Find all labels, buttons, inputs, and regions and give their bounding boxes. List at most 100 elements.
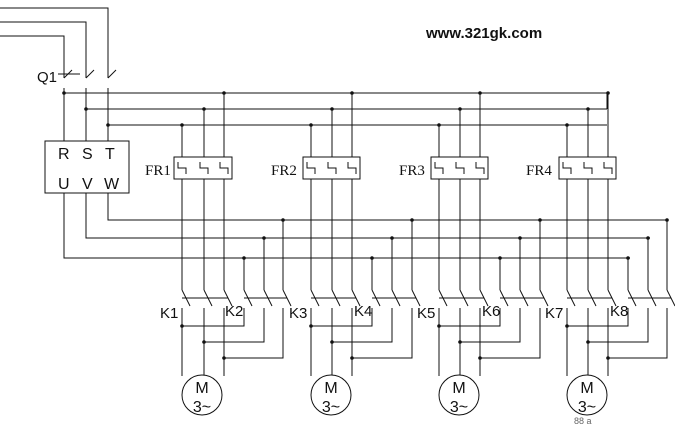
supply-line-1: [0, 35, 65, 78]
contactor-label-3: K3: [289, 305, 307, 322]
motor-2: M 3~: [310, 374, 352, 416]
junction-dot: [222, 91, 226, 95]
inverter-input-t: T: [105, 146, 115, 163]
junction-dot: [498, 256, 502, 260]
inverter-output-v: V: [82, 176, 93, 193]
supply-line-2: [0, 21, 87, 78]
junction-dot: [202, 107, 206, 111]
inverter-output-w: W: [104, 176, 120, 193]
junctions: [62, 91, 669, 360]
junction-dot: [262, 236, 266, 240]
junction-dot: [62, 91, 66, 95]
inverter-input-r: R: [58, 146, 70, 163]
motor4-cross-3: [608, 322, 668, 359]
junction-dot: [309, 324, 313, 328]
motor-4-phase: 3~: [578, 399, 596, 416]
breaker-label: Q1: [37, 69, 57, 86]
junction-dot: [478, 356, 482, 360]
motor-1-symbol: M: [195, 380, 208, 397]
overload-label-3: FR3: [399, 163, 425, 179]
fr2-element-1: [306, 162, 316, 174]
junction-dot: [390, 236, 394, 240]
junction-dot: [458, 107, 462, 111]
fr1-element-3: [219, 162, 229, 174]
fr1-element-2: [199, 162, 209, 174]
junction-dot: [84, 107, 88, 111]
breaker-contact-3: [107, 69, 117, 79]
fr2-element-2: [327, 162, 337, 174]
motor-3-phase: 3~: [450, 399, 468, 416]
junction-dot: [330, 340, 334, 344]
motor-2-symbol: M: [324, 380, 337, 397]
motor-3: M 3~: [438, 374, 480, 416]
motor-1-phase: 3~: [193, 399, 211, 416]
junction-dot: [309, 123, 313, 127]
junction-dot: [180, 123, 184, 127]
motor-3-symbol: M: [452, 380, 465, 397]
fr3-element-3: [475, 162, 485, 174]
motor-4: M 3~: [566, 374, 608, 416]
motor-2-phase: 3~: [322, 399, 340, 416]
motor2-cross-3: [352, 322, 413, 359]
junction-dot: [202, 340, 206, 344]
fr1-element-1: [177, 162, 187, 174]
junction-dot: [518, 236, 522, 240]
motor2-cross-1: [311, 322, 373, 327]
fr3-element-2: [455, 162, 465, 174]
junction-dot: [180, 324, 184, 328]
inverter-output-u: U: [58, 176, 70, 193]
inverter-input-s: S: [82, 146, 93, 163]
junction-dot: [606, 91, 610, 95]
junction-dot: [437, 324, 441, 328]
motor-4-symbol: M: [580, 380, 593, 397]
junction-dot: [586, 340, 590, 344]
junction-dot: [565, 123, 569, 127]
contactor-label-7: K7: [545, 305, 563, 322]
motor3-cross-2: [460, 322, 521, 343]
contactor-label-4: K4: [354, 303, 372, 320]
junction-dot: [370, 256, 374, 260]
contactor-label-6: K6: [482, 303, 500, 320]
motor4-cross-2: [588, 322, 649, 343]
fr4-element-3: [603, 162, 613, 174]
junction-dot: [565, 324, 569, 328]
motor3-cross-3: [480, 322, 541, 359]
junction-dot: [222, 356, 226, 360]
motor4-cross-1: [567, 322, 629, 327]
motor1-cross-2: [204, 322, 265, 343]
contactor-label-2: K2: [225, 303, 243, 320]
website-text: www.321gk.com: [425, 25, 542, 42]
breaker-contact-2: [85, 69, 95, 79]
fr3-element-1: [434, 162, 444, 174]
fr4-element-2: [583, 162, 593, 174]
junction-dot: [586, 107, 590, 111]
contactor-label-1: K1: [160, 305, 178, 322]
junction-dot: [626, 256, 630, 260]
overload-label-2: FR2: [271, 163, 297, 179]
fr4-element-1: [562, 162, 572, 174]
motor3-cross-1: [439, 322, 501, 327]
junction-dot: [330, 107, 334, 111]
junction-dot: [106, 123, 110, 127]
wires: [0, 7, 675, 376]
junction-dot: [665, 218, 669, 222]
fr2-element-3: [347, 162, 357, 174]
motor2-cross-2: [332, 322, 393, 343]
motor-1: M 3~: [181, 374, 223, 416]
junction-dot: [437, 123, 441, 127]
overload-label-1: FR1: [145, 163, 171, 179]
output-bus-w: [107, 193, 667, 221]
junction-dot: [478, 91, 482, 95]
junction-dot: [606, 356, 610, 360]
junction-dot: [350, 91, 354, 95]
junction-dot: [410, 218, 414, 222]
watermark: 88 a: [574, 416, 592, 426]
inverter-box: [44, 140, 130, 194]
overload-label-4: FR4: [526, 163, 552, 179]
output-bus-u: [63, 193, 630, 259]
contactor-label-5: K5: [417, 305, 435, 322]
junction-dot: [350, 356, 354, 360]
output-bus-v: [85, 193, 650, 239]
